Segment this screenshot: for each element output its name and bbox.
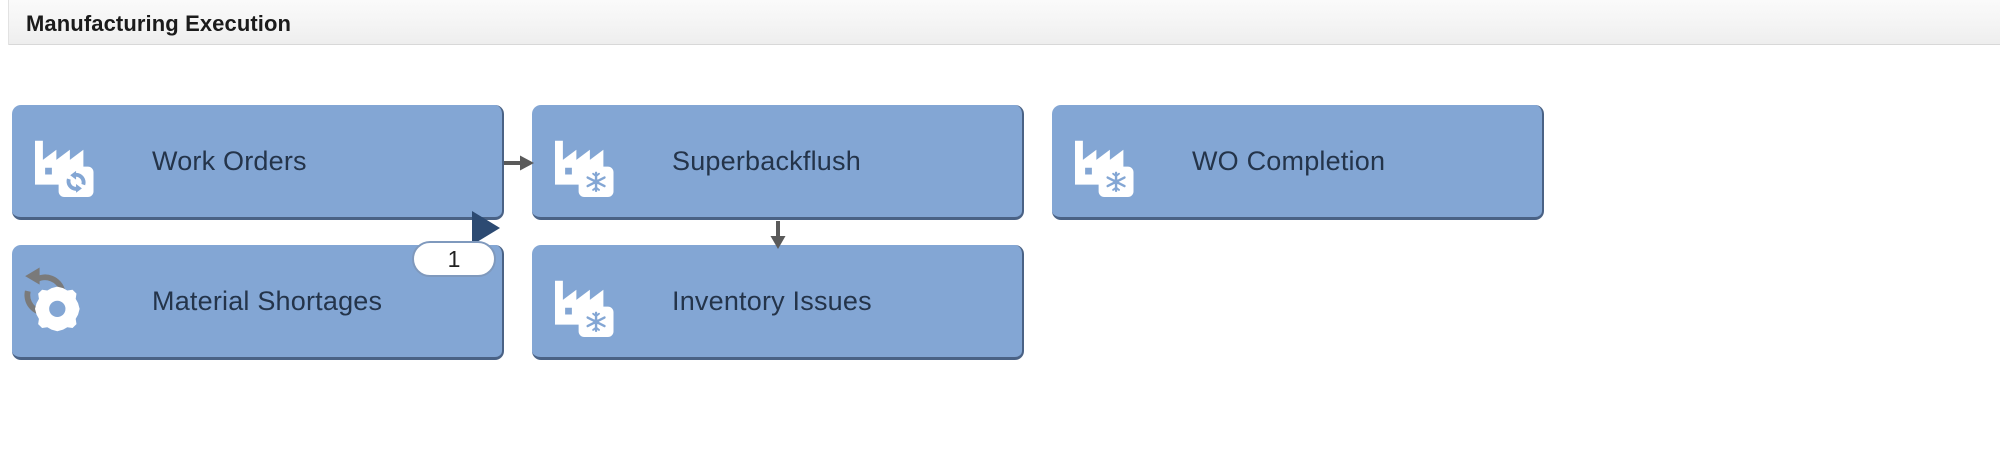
factory-sync-icon [26,125,98,197]
factory-snowflake-icon [1066,125,1138,197]
factory-snowflake-icon [546,125,618,197]
tile-label-material-shortages: Material Shortages [152,285,383,316]
arrow-down-icon [770,221,786,249]
tile-label-wo-completion: WO Completion [1192,145,1386,176]
tile-work-orders[interactable]: Work Orders [12,105,504,220]
header-bar: Manufacturing Execution [0,0,2000,45]
status-badge-material-shortages[interactable]: 1 [412,241,496,277]
tile-label-superbackflush: Superbackflush [672,145,861,176]
tile-material-shortages[interactable]: Material Shortages [12,245,504,360]
tile-label-work-orders: Work Orders [152,145,307,176]
tile-label-inventory-issues: Inventory Issues [672,285,872,316]
refresh-gear-icon [14,259,98,343]
process-flow-canvas: Work Orders [0,45,2000,451]
tile-inventory-issues[interactable]: Inventory Issues [532,245,1024,360]
factory-snowflake-icon [546,265,618,337]
tile-wo-completion[interactable]: WO Completion [1052,105,1544,220]
tile-superbackflush[interactable]: Superbackflush [532,105,1024,220]
triangle-right-icon [470,211,500,245]
header-left-edge [0,0,9,45]
page-title: Manufacturing Execution [26,11,292,36]
arrow-right-icon [504,155,534,171]
